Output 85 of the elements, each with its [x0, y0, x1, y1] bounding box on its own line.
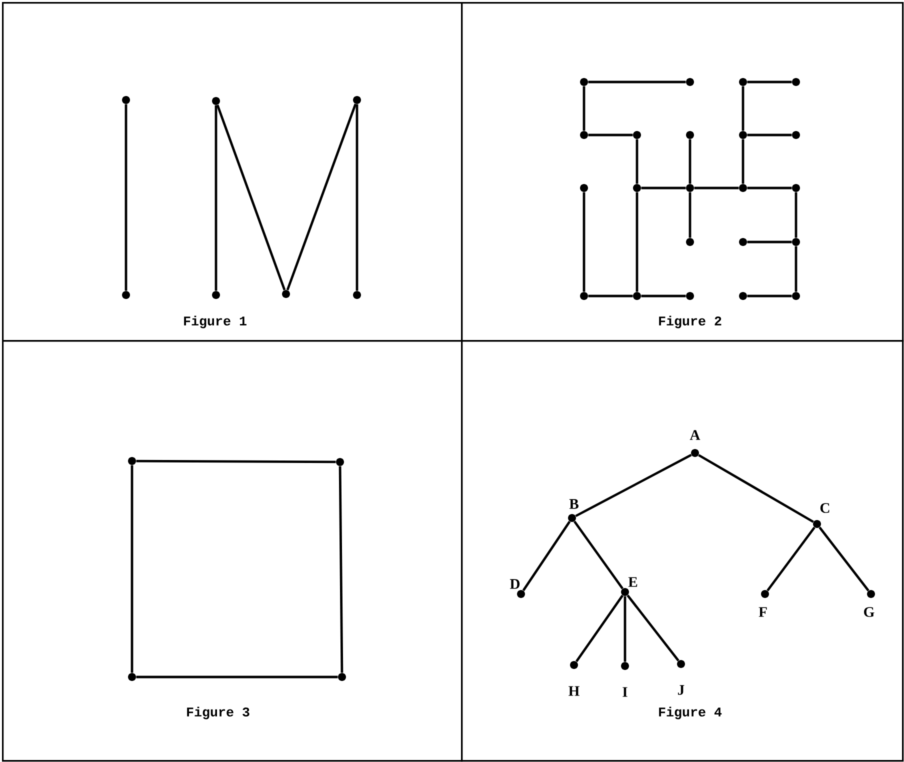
dot [686, 78, 694, 86]
dot [633, 184, 641, 192]
line-segment [766, 526, 816, 592]
line-segment [522, 520, 571, 592]
dot [792, 292, 800, 300]
vertex-letter: I [622, 687, 628, 697]
line-segment [747, 186, 792, 190]
line-segment [130, 465, 134, 673]
line-segment [626, 594, 680, 662]
vertex-letter: B [569, 499, 578, 509]
line-segment [582, 192, 586, 292]
line-segment [136, 460, 336, 464]
line-segment [136, 676, 338, 678]
vertex-letter: G [864, 607, 874, 617]
line-segment [356, 104, 358, 291]
dot [122, 96, 130, 104]
vertex-letter: D [510, 579, 520, 589]
vertex-letter: E [628, 577, 638, 587]
dot [739, 184, 747, 192]
line-segment [747, 80, 792, 84]
line-segment [574, 520, 624, 590]
dot [686, 292, 694, 300]
dot [739, 292, 747, 300]
line-segment [747, 240, 792, 244]
dot [633, 131, 641, 139]
line-segment [641, 186, 686, 190]
line-segment [818, 526, 870, 592]
dot [686, 184, 694, 192]
line-segment [588, 80, 686, 84]
line-segment [742, 86, 744, 131]
vertex-letter: C [820, 503, 830, 513]
line-segment [747, 294, 792, 298]
dot [686, 238, 694, 246]
dot [122, 291, 130, 299]
dot [580, 184, 588, 192]
dot [633, 292, 641, 300]
dot [336, 458, 344, 466]
vertex-letter: J [678, 685, 684, 695]
dot [353, 291, 361, 299]
dot [739, 238, 747, 246]
dot [580, 131, 588, 139]
panel: Figure 1 [2, 2, 463, 342]
line-segment [794, 192, 798, 238]
vertex-letter: H [568, 686, 580, 696]
line-segment [216, 104, 286, 290]
dot [128, 457, 136, 465]
dot [792, 78, 800, 86]
dot [792, 131, 800, 139]
dot [686, 131, 694, 139]
vertex-letter: A [690, 430, 700, 440]
line-segment [794, 246, 798, 292]
line-segment [624, 596, 626, 662]
dot [739, 131, 747, 139]
dot [212, 97, 220, 105]
dot [212, 291, 220, 299]
line-segment [214, 105, 218, 291]
dot [580, 78, 588, 86]
dot [792, 238, 800, 246]
line-segment [582, 86, 586, 131]
line-segment [588, 294, 633, 298]
line-segment [575, 454, 692, 518]
line-segment [124, 104, 128, 291]
line-segment [286, 104, 357, 290]
dot [353, 96, 361, 104]
dot [739, 78, 747, 86]
dot [282, 290, 290, 298]
panel: Figure 3 [2, 340, 463, 762]
line-segment [698, 454, 814, 523]
line-segment [688, 192, 692, 238]
line-segment [636, 139, 638, 184]
line-segment [742, 139, 744, 184]
line-segment [747, 134, 792, 136]
line-segment [338, 466, 344, 673]
line-segment [636, 192, 638, 292]
line-segment [641, 294, 686, 298]
line-segment [694, 186, 739, 190]
dot [792, 184, 800, 192]
panel: Figure 2 [461, 2, 904, 342]
line-segment [688, 139, 692, 184]
dot [128, 673, 136, 681]
vertex-letter: F [758, 607, 767, 617]
dot [338, 673, 346, 681]
dot [580, 292, 588, 300]
line-segment [575, 594, 624, 662]
line-segment [588, 134, 633, 136]
